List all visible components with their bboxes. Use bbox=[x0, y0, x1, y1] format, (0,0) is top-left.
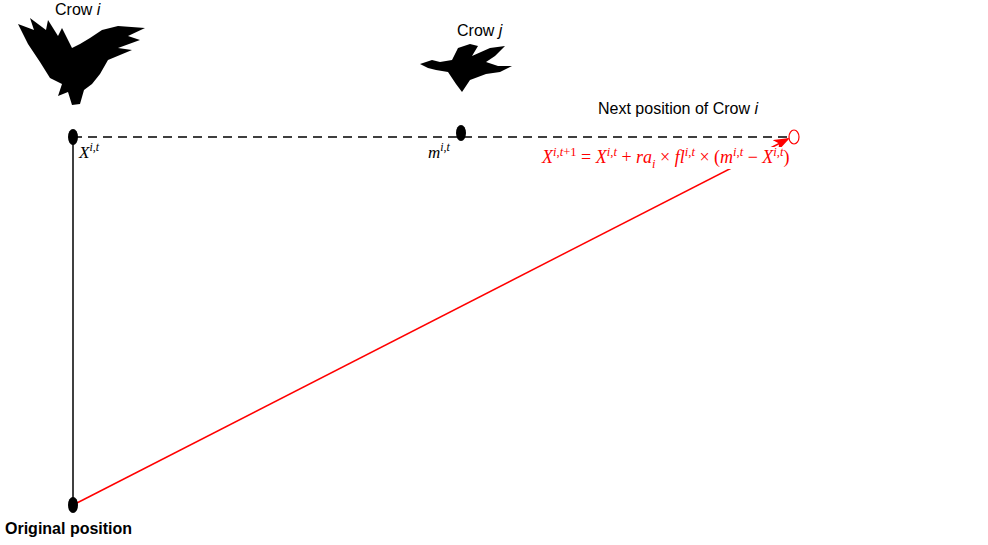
position-dot bbox=[68, 129, 78, 145]
vertical-line bbox=[72, 137, 74, 505]
position-dot bbox=[68, 497, 78, 513]
crow-i-silhouette bbox=[18, 18, 145, 105]
position-symbol: mi,t bbox=[428, 143, 450, 163]
crow-name: Crow j bbox=[457, 21, 502, 40]
crow-j-silhouette bbox=[420, 44, 512, 92]
dashed-path bbox=[73, 136, 787, 138]
position-symbol: Xi,t bbox=[79, 143, 99, 163]
update-formula: Xi,t+1 = Xi,t + rai × fli,t × (mi,t − Xi… bbox=[540, 147, 792, 169]
position-dot bbox=[456, 125, 466, 141]
crow-name: Crow i bbox=[55, 0, 100, 19]
position-note: Next position of Crow i bbox=[598, 99, 758, 118]
movement-arrow bbox=[73, 139, 788, 505]
position-note: Original position bbox=[5, 519, 132, 538]
next-position-circle bbox=[789, 130, 799, 144]
